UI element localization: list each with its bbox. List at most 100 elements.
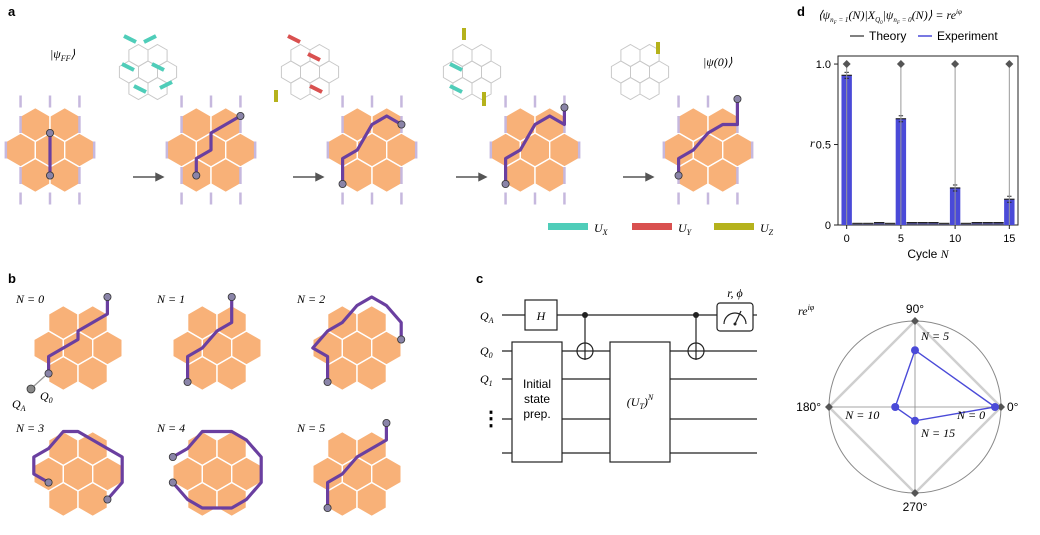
qubit-endpoint: [560, 103, 569, 112]
legend-swatch-uz: [714, 223, 754, 230]
cycle-label-5: N = 5: [296, 421, 325, 435]
qubit-endpoint: [44, 478, 53, 487]
theory-point-0: [997, 403, 1005, 411]
x-tick-label: 5: [898, 233, 904, 245]
legend-label-ux: UX: [594, 221, 609, 237]
theory-point-1: [911, 317, 919, 325]
cycle-path-5: [326, 423, 388, 508]
cycle-path-0: [47, 297, 109, 374]
prep-line-2: state: [524, 392, 550, 406]
qubit-endpoint: [103, 495, 112, 504]
overlap-formula: ⟨ψnF = 1(N)|XQ0|ψnF = 0(N)⟩ = reiφ: [818, 8, 962, 26]
angle-label-2: 0°: [1007, 400, 1019, 414]
theory-marker-5: [896, 60, 905, 69]
panel-label-b: b: [8, 271, 16, 286]
lattice-step-3: [489, 95, 581, 205]
theory-marker-15: [1005, 60, 1014, 69]
chart-frame: [837, 55, 1019, 226]
cnot-2: [687, 312, 705, 360]
cycle-path-2: [311, 295, 403, 382]
panel-a: |ψFF⟩ |ψ(0)⟩ UX UY UZ: [4, 28, 774, 237]
y-tick-label: 0: [825, 220, 831, 232]
hadamard-label: H: [536, 309, 547, 323]
legend-swatch-ux: [548, 223, 588, 230]
x-tick-label: 15: [1003, 233, 1015, 245]
panel-label-a: a: [8, 4, 16, 19]
theory-point-2: [825, 403, 833, 411]
angle-label-0: 90°: [906, 302, 924, 316]
cycle-lattice-4: [168, 429, 263, 518]
more-qubits-dots: ⋮: [481, 408, 501, 430]
y-tick-label: 1.0: [816, 59, 831, 71]
cycle-label-1: N = 1: [156, 292, 185, 306]
panel-label-d: d: [797, 4, 805, 19]
cycle-lattice-1: [172, 292, 262, 392]
y-tick-label: 0.5: [816, 140, 831, 152]
qubit-endpoint: [382, 418, 391, 427]
qubit-qa-marker: [26, 384, 36, 394]
gate-diagram-uy-uz: [274, 34, 340, 102]
cycle-path-3: [32, 429, 124, 501]
experiment-point-0: [990, 403, 999, 411]
panel-d: ⟨ψnF = 1(N)|XQ0|ψnF = 0(N)⟩ = reiφ Theor…: [796, 8, 1019, 514]
qubit-endpoint: [338, 179, 347, 188]
gate-legend: UX UY UZ: [548, 221, 774, 237]
cycle-lattice-2: [311, 295, 406, 392]
string-path-3: [504, 107, 566, 184]
qubit-qa-label: QA: [12, 397, 26, 413]
panel-b: N = 0 N = 1 N = 2 N = 3 N = 4 N = 5 QA Q…: [12, 292, 406, 518]
floquet-unitary-box: [609, 341, 671, 463]
legend-experiment-label: Experiment: [937, 29, 998, 43]
wire-label-qa: QA: [480, 309, 494, 325]
cycle-lattice-0: [33, 292, 123, 392]
qubit-endpoint: [46, 171, 55, 180]
cycle-lattice-3: [32, 429, 124, 518]
lattice-step-2: [326, 95, 418, 205]
qubit-endpoint: [168, 452, 177, 461]
cycle-label-3: N = 3: [15, 421, 44, 435]
wire-label-q0: Q0: [480, 344, 493, 360]
panel-c-circuit: QA Q0 Q1 ⋮ H Initial state prep. (UT)N: [480, 286, 757, 463]
polar-title: reiφ: [798, 303, 815, 318]
qubit-endpoint: [733, 95, 742, 104]
theory-marker-0: [842, 60, 851, 69]
legend-theory-label: Theory: [869, 29, 906, 43]
gate-diagram-ux: [118, 34, 178, 101]
measurement-label: r, ϕ: [727, 286, 743, 300]
unitary-label: (UT)N: [627, 393, 654, 411]
experiment-point-1: [911, 346, 919, 355]
meter-icon: [723, 312, 747, 325]
state-zero-label: |ψ(0)⟩: [703, 55, 733, 69]
legend-label-uz: UZ: [760, 221, 774, 237]
qubit-endpoint: [323, 377, 332, 386]
qubit-endpoint: [192, 171, 201, 180]
qubit-endpoint: [501, 179, 510, 188]
process-arrows: [133, 172, 655, 182]
polar-point-label-0: N = 0: [956, 408, 985, 422]
polar-point-label-2: N = 10: [844, 408, 879, 422]
y-axis-label: r: [810, 136, 815, 150]
x-tick-label: 10: [949, 233, 961, 245]
lattice-step-0: [4, 95, 96, 205]
legend-label-uy: UY: [678, 221, 693, 237]
cycle-path-1: [186, 297, 234, 382]
string-path-2: [341, 114, 403, 184]
qubit-endpoint: [46, 128, 55, 137]
qubit-endpoint: [227, 292, 236, 301]
qa-q0-link: [33, 375, 46, 387]
x-axis-label: Cycle N: [907, 247, 949, 261]
gate-diagram-uz: [610, 42, 670, 101]
polar-point-label-1: N = 5: [920, 329, 949, 343]
theory-point-3: [911, 489, 919, 497]
string-path-4: [677, 99, 739, 176]
theory-marker-10: [951, 60, 960, 69]
measurement-box: [716, 302, 754, 332]
chart-legend: Theory Experiment: [850, 29, 998, 43]
hadamard-gate: [524, 299, 558, 331]
x-tick-label: 0: [844, 233, 850, 245]
string-path-1: [194, 114, 242, 176]
qubit-endpoint: [183, 377, 192, 386]
panel-label-c: c: [476, 271, 483, 286]
qubit-endpoint: [168, 478, 177, 487]
